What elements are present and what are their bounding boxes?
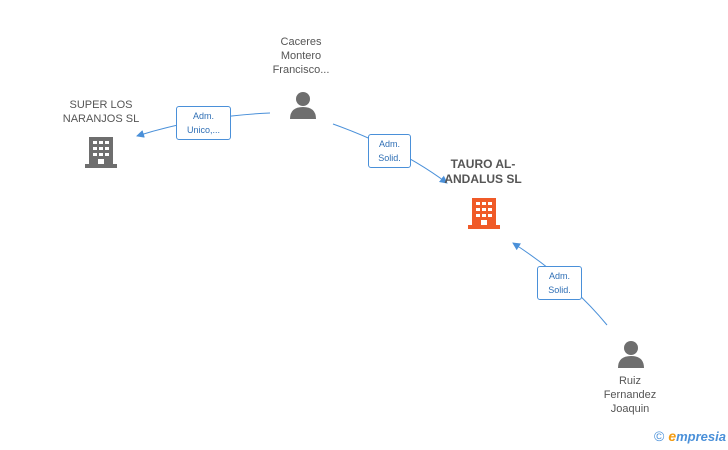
building-icon[interactable] [85, 134, 117, 168]
person-label-ruiz[interactable]: Ruiz Fernandez Joaquin [603, 375, 657, 415]
edge-label-ruiz-tauro[interactable]: Adm. Solid. [537, 266, 582, 300]
edge-label-caceres-super[interactable]: Adm. Unico,... [176, 106, 231, 140]
company-label-tauro-al-andalus[interactable]: TAURO AL- ANDALUS SL [444, 157, 522, 186]
edge-label-caceres-tauro[interactable]: Adm. Solid. [368, 134, 411, 168]
person-icon[interactable] [616, 339, 646, 369]
company-label-super-los-naranjos[interactable]: SUPER LOS NARANJOS SL [62, 99, 140, 125]
brand-footer[interactable]: © e mpresia [654, 428, 726, 444]
building-icon[interactable] [468, 195, 500, 229]
brand-logo-text: mpresia [676, 428, 726, 444]
person-icon[interactable] [288, 90, 318, 120]
copyright-symbol: © [654, 428, 665, 444]
brand-logo-initial: e [668, 428, 677, 444]
person-label-caceres[interactable]: Caceres Montero Francisco... [272, 36, 330, 76]
